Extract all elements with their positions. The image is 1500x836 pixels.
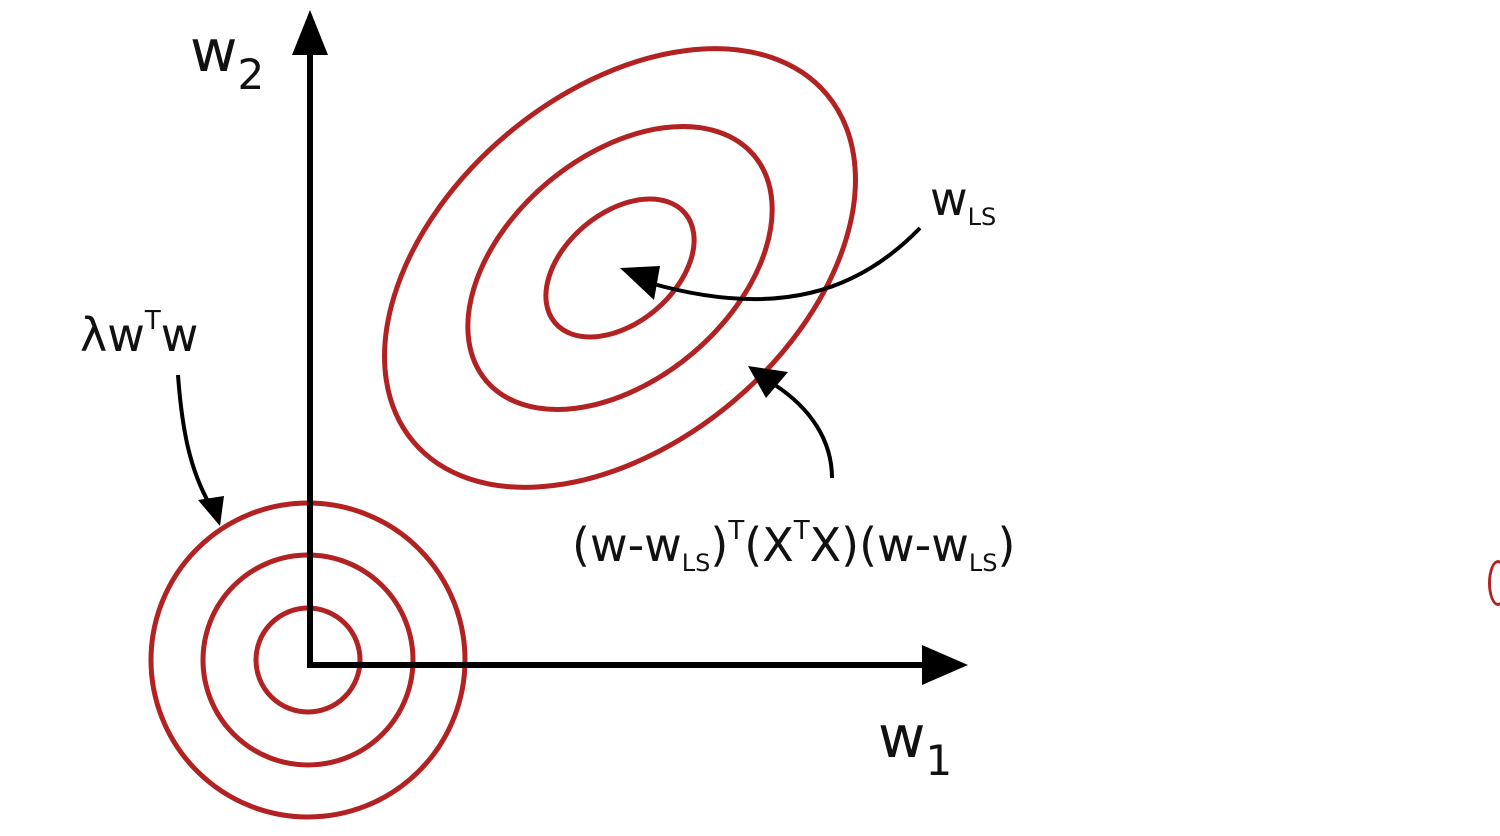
y-axis-label: w2 xyxy=(190,22,264,96)
ls-ring-middle xyxy=(465,124,775,412)
axes xyxy=(292,10,968,685)
ls-objective-p1-sub: LS xyxy=(681,549,711,577)
regularizer-label-prefix: λw xyxy=(80,308,145,362)
ls-objective-p4-sub: LS xyxy=(968,549,998,577)
ls-objective-pointer-head xyxy=(748,366,788,398)
x-axis-arrowhead xyxy=(922,645,968,685)
ls-point-label-main: w xyxy=(930,172,968,226)
y-axis-arrowhead xyxy=(292,10,328,55)
ls-point-pointer-head xyxy=(620,266,660,300)
ls-objective-pointer-arrow xyxy=(773,383,834,479)
ls-objective-p2: ) xyxy=(710,518,729,572)
edge-contour-fragment xyxy=(1488,560,1500,606)
ls-objective-p1: (w-w xyxy=(572,518,682,572)
ls-objective-label: (w-wLS)T(XTX)(w-wLS) xyxy=(572,518,1015,575)
regularizer-label-sup: T xyxy=(144,306,161,336)
regularizer-pointer-head xyxy=(198,496,224,526)
ls-objective-p4: X)(w-w xyxy=(809,518,969,572)
y-axis-label-sub: 2 xyxy=(237,50,265,99)
x-axis-label-main: w xyxy=(878,703,926,771)
ls-point-label: wLS xyxy=(930,176,996,229)
ls-point-label-sub: LS xyxy=(967,203,997,231)
ls-ring-outer xyxy=(382,46,858,490)
ls-objective-p3-sup: T xyxy=(793,516,810,546)
regularizer-pointer-arrow xyxy=(176,374,212,506)
ls-objective-p3: (X xyxy=(744,518,794,572)
pointer-arrows xyxy=(176,226,922,526)
x-axis-label-sub: 1 xyxy=(925,736,953,785)
regularizer-label-suffix: w xyxy=(160,308,199,362)
ls-ring-inner xyxy=(543,196,697,340)
ls-contours xyxy=(382,46,858,490)
ls-objective-p2-sup: T xyxy=(728,516,745,546)
x-axis-label: w1 xyxy=(878,708,952,782)
y-axis-label-main: w xyxy=(190,17,238,85)
regularizer-label: λwTw xyxy=(80,308,198,358)
ls-objective-p5: ) xyxy=(997,518,1016,572)
ls-point-pointer-arrow xyxy=(649,226,922,302)
